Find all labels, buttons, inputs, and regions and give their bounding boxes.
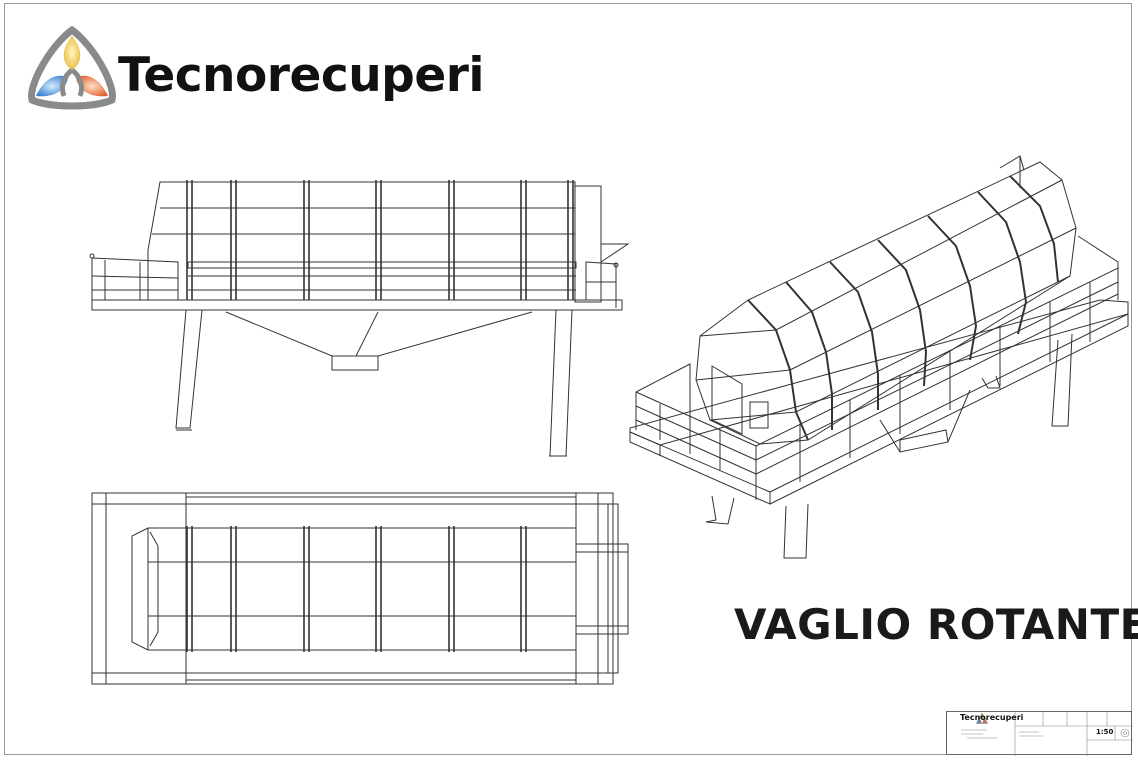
title-block: Tecnorecuperi 1:50: [946, 711, 1133, 756]
drawing-frame: [4, 3, 1132, 755]
isometric-view: [629, 155, 1129, 559]
logo-triangle-icon: [28, 26, 116, 110]
front-view: [89, 180, 630, 457]
drawing-title: VAGLIO ROTANTE: [734, 600, 1138, 649]
title-block-brand: Tecnorecuperi: [960, 713, 1024, 722]
top-view: [91, 492, 629, 685]
title-block-scale: 1:50: [1096, 728, 1114, 736]
title-block-logo-icon: [975, 713, 989, 724]
brand-name: Tecnorecuperi: [118, 48, 485, 103]
company-logo: [24, 26, 524, 116]
title-block-grid: [961, 712, 1133, 756]
